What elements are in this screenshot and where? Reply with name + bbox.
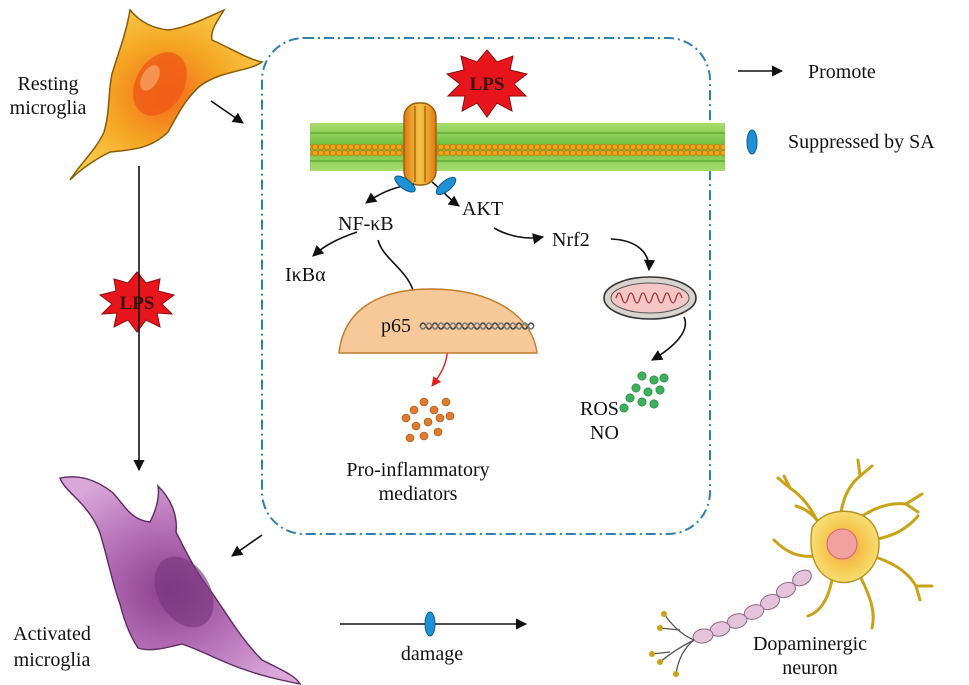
activated-microglia-label-2: microglia — [13, 649, 91, 671]
akt-label: AKT — [462, 198, 504, 220]
suppressed-icon-akt — [435, 176, 457, 196]
dopaminergic-neuron-icon — [649, 458, 934, 677]
pathway-box — [261, 37, 711, 535]
suppressed-icon-damage — [424, 611, 436, 637]
mitochondrion-icon — [603, 276, 697, 320]
arrow-mito-to-ros — [651, 316, 687, 361]
nucleus-icon — [338, 288, 538, 354]
resting-microglia-label-2: microglia — [9, 97, 87, 119]
no-label: NO — [590, 422, 619, 444]
pro-inflammatory-label-2: mediators — [378, 483, 458, 505]
arrow-akt-to-nrf2 — [493, 227, 545, 245]
resting-microglia-label-1: Resting — [17, 73, 79, 95]
ros-dots — [619, 371, 669, 413]
lps-side-label: LPS — [120, 293, 155, 314]
dopaminergic-neuron-label-1: Dopaminergic — [752, 633, 868, 655]
arrow-nrf2-to-mito — [610, 238, 656, 272]
ikba-label: IκBα — [285, 264, 326, 286]
dopaminergic-neuron-label-2: neuron — [782, 657, 838, 679]
legend-promote-label: Promote — [808, 61, 876, 83]
ros-label: ROS — [580, 398, 619, 420]
pro-inflammatory-dots — [401, 397, 455, 443]
p65-label: p65 — [381, 315, 411, 337]
suppressed-icon-nfkb — [394, 175, 416, 193]
nrf2-label: Nrf2 — [552, 229, 590, 251]
pro-inflammatory-label-1: Pro-inflammatory — [346, 459, 490, 481]
cell-membrane — [310, 115, 725, 171]
activated-microglia-label-1: Activated — [13, 623, 91, 645]
legend-suppressed-label: Suppressed by SA — [788, 131, 935, 153]
nfkb-label: NF-κB — [338, 213, 394, 235]
resting-microglia-icon — [69, 8, 264, 181]
lps-top-label: LPS — [470, 74, 505, 95]
arrow-box-to-activated — [231, 534, 263, 557]
legend-suppressed-icon — [746, 129, 758, 155]
sa-suppressors — [394, 129, 758, 637]
dna-icon — [419, 322, 535, 330]
lps-side-burst: LPS — [98, 271, 176, 333]
arrow-nfkb-to-ikba — [312, 231, 358, 257]
arrows — [133, 65, 784, 630]
tlr-receptor-icon — [403, 102, 437, 186]
activated-microglia-icon — [59, 476, 302, 685]
lps-top-burst: LPS — [445, 49, 529, 118]
arrow-resting-to-box — [210, 100, 244, 124]
damage-label: damage — [400, 643, 464, 665]
